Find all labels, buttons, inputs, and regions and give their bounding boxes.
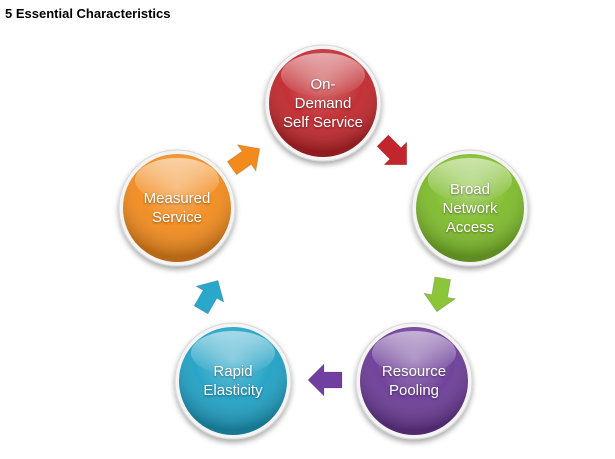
- node-resource-pooling: [355, 322, 473, 440]
- arrow-2-icon: [423, 276, 457, 313]
- node-measured-service: [118, 149, 236, 267]
- node-on-demand-self-service: [264, 44, 382, 162]
- node-broad-network-access: [411, 149, 529, 267]
- node-rapid-elasticity: [174, 322, 292, 440]
- node-rapid-elasticity-label: Rapid Elasticity: [203, 363, 263, 399]
- node-broad-network-access-label: Broad Network Access: [442, 180, 498, 236]
- node-resource-pooling-label: Resource Pooling: [381, 363, 447, 399]
- arrow-5-icon: [226, 144, 261, 176]
- arrow-3-icon: [307, 363, 343, 397]
- diagram-title: 5 Essential Characteristics: [5, 6, 171, 21]
- arrow-1-icon: [376, 134, 408, 166]
- arrow-4-icon: [193, 279, 225, 315]
- node-on-demand-self-service-label: On- Demand Self Service: [282, 75, 364, 131]
- node-measured-service-label: Measured Service: [143, 190, 211, 226]
